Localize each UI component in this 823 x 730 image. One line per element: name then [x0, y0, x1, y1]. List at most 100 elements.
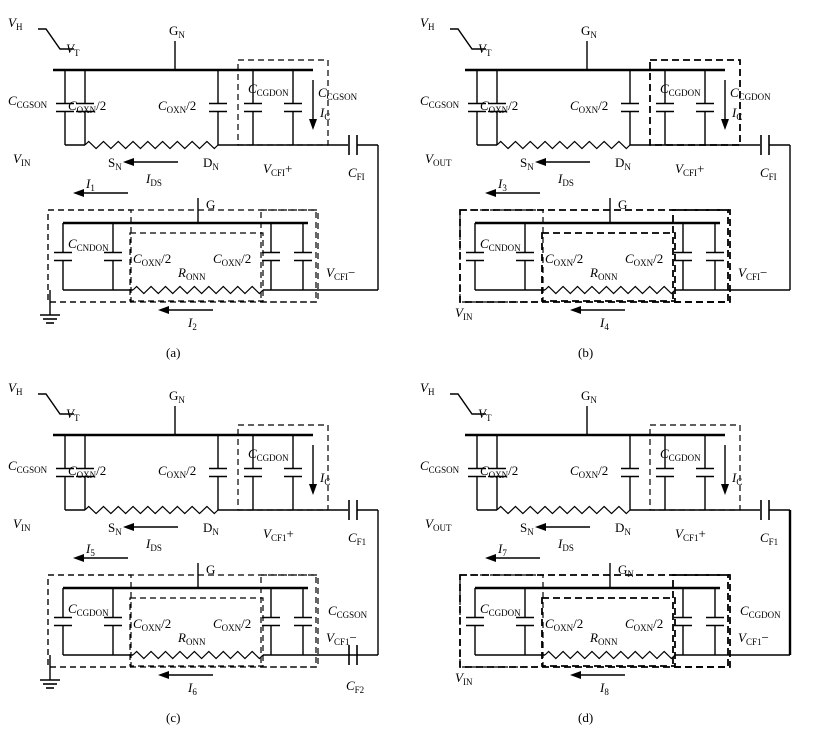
- label-subscript: H: [428, 387, 435, 397]
- label-main: C: [480, 236, 489, 251]
- arrow-head: [535, 523, 546, 531]
- label-main: D: [203, 155, 212, 170]
- label-main: I: [85, 176, 91, 191]
- label-main: V: [455, 305, 465, 320]
- cgdon-capacitor: [656, 435, 674, 510]
- vh-label: VH: [420, 380, 435, 397]
- label-tail: /2: [653, 616, 663, 631]
- label-subscript: CFI: [334, 272, 348, 282]
- label-main: C: [545, 251, 554, 266]
- arrow-head: [309, 484, 317, 495]
- vcf-minus-label: VCFI−: [326, 265, 355, 282]
- label-subscript: C: [736, 477, 742, 487]
- label-subscript: CF1: [271, 533, 287, 543]
- label-subscript: CGDON: [257, 88, 290, 98]
- label-main: C: [545, 616, 554, 631]
- ronn-label: RONN: [589, 265, 618, 282]
- label-main: V: [263, 526, 273, 541]
- label-subscript: CGDON: [669, 453, 702, 463]
- label-main: R: [177, 630, 186, 645]
- label-subscript: CGSON: [327, 92, 358, 102]
- gn-label: GN: [169, 23, 185, 40]
- label-subscript: CGDON: [489, 608, 522, 618]
- label-subscript: OXN: [554, 258, 574, 268]
- label-subscript: CGDON: [77, 608, 110, 618]
- label-subscript: N: [590, 395, 597, 405]
- ic-label: IC: [731, 105, 742, 122]
- cgdon-label: CCGDON: [660, 446, 701, 463]
- label-subscript: CFI: [271, 168, 285, 178]
- coxn-label: COXN/2: [625, 251, 663, 268]
- coxn-capacitor: [674, 588, 692, 655]
- label-subscript: DS: [562, 543, 574, 553]
- cgdon-dashed-box: [237, 59, 329, 146]
- coxn-label: COXN/2: [133, 251, 171, 268]
- label-subscript: CGSON: [17, 465, 48, 475]
- ic-arrow: [721, 445, 729, 495]
- cgdon-capacitor: [244, 435, 262, 510]
- label-subscript: OXN: [142, 623, 162, 633]
- label-tail: /2: [161, 616, 171, 631]
- label-subscript: N: [178, 30, 185, 40]
- coxn-capacitor: [674, 223, 692, 290]
- vcf-minus-label: VCFI−: [738, 265, 767, 282]
- cgdon-dashed-box: [237, 424, 329, 511]
- sn-label: SN: [108, 155, 122, 172]
- cgdon-label: CCGDON: [248, 446, 289, 463]
- label-main: C: [318, 85, 327, 100]
- onn-resistor: [544, 285, 676, 295]
- vh-label: VH: [8, 380, 23, 397]
- cgson-capacitor: [56, 435, 74, 510]
- cgson-label: CCGSON: [420, 458, 460, 475]
- label-subscript: 4: [604, 322, 609, 332]
- label-subscript: N: [527, 527, 534, 537]
- onn-resistor: [544, 650, 676, 660]
- label-main: C: [660, 446, 669, 461]
- coxn-capacitor: [488, 435, 506, 510]
- panel-caption: (b): [578, 345, 593, 360]
- ids-arrow: [535, 158, 590, 166]
- coxn-capacitor: [262, 223, 280, 290]
- gate-step-symbol: [450, 28, 486, 50]
- label-tail: /2: [161, 251, 171, 266]
- dn-label: DN: [615, 155, 631, 172]
- arrow-head: [485, 189, 496, 197]
- label-main: C: [420, 93, 429, 108]
- cndon-capacitor: [104, 223, 122, 290]
- label-main: C: [420, 458, 429, 473]
- label-tail: /2: [598, 463, 608, 478]
- coxn-capacitor: [621, 70, 639, 145]
- ground-icon: [40, 679, 60, 689]
- label-tail: /2: [186, 98, 196, 113]
- cndon-capacitor: [54, 588, 72, 655]
- coxn-label: COXN/2: [480, 463, 518, 480]
- arrow-head: [570, 671, 581, 679]
- label-main: C: [213, 251, 222, 266]
- current-arrow-upper: [73, 189, 128, 197]
- label-main: V: [326, 265, 336, 280]
- label-subscript: N: [178, 395, 185, 405]
- coxn-label: COXN/2: [68, 98, 106, 115]
- gate-step-symbol: [450, 393, 486, 415]
- cfi-capacitor: [760, 500, 770, 520]
- vcf-minus-label: VCF1−: [738, 630, 769, 647]
- ids-arrow: [535, 523, 590, 531]
- label-main: D: [203, 520, 212, 535]
- label-subscript: N: [590, 30, 597, 40]
- label-subscript: N: [624, 527, 631, 537]
- label-main: C: [68, 601, 77, 616]
- label-tail: /2: [508, 98, 518, 113]
- label-subscript: 1: [90, 183, 95, 193]
- label-subscript: CGDON: [257, 453, 290, 463]
- label-subscript: OXN: [142, 258, 162, 268]
- label-main: C: [730, 85, 739, 100]
- label-subscript: CGSON: [429, 100, 460, 110]
- arrow-head: [73, 189, 84, 197]
- label-main: C: [158, 98, 167, 113]
- ic-label: IC: [319, 470, 330, 487]
- label-tail: /2: [573, 616, 583, 631]
- label-main: V: [13, 516, 23, 531]
- label-subscript: OXN: [167, 470, 187, 480]
